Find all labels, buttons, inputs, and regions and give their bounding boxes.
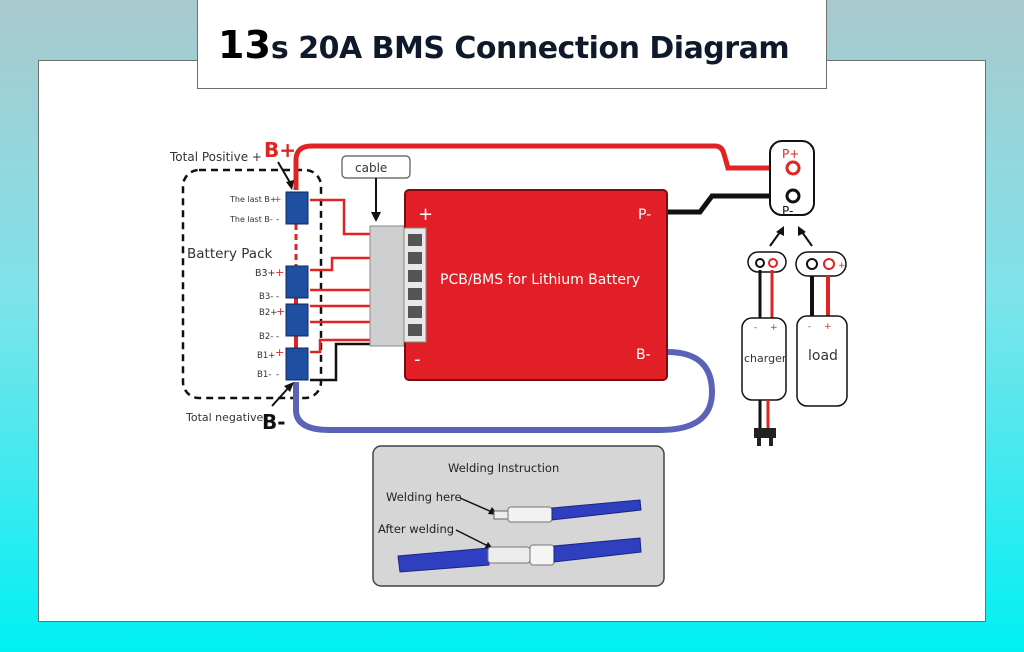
b-minus-arrow xyxy=(271,385,291,407)
cell-last xyxy=(285,191,309,225)
cable-label: cable xyxy=(355,161,387,175)
b-minus-arrowhead xyxy=(284,382,294,392)
charger-minus-sign: - xyxy=(754,323,757,332)
welding-here-label: Welding here xyxy=(386,490,462,504)
welded-joint xyxy=(529,544,555,566)
cable-arrowhead xyxy=(371,212,381,222)
bms-label: PCB/BMS for Lithium Battery xyxy=(440,272,640,288)
b1-minus-sign: - xyxy=(276,370,279,380)
connector-pin xyxy=(408,306,422,318)
title-rest: s 20A BMS Connection Diagram xyxy=(270,31,790,66)
charger-plug xyxy=(747,251,787,273)
p-minus-label: P- xyxy=(782,204,793,218)
balance-wire-6 xyxy=(310,338,372,354)
last-b-plus-sign: + xyxy=(274,195,282,205)
b-minus-label: B- xyxy=(262,410,286,434)
plug-icon xyxy=(754,428,776,438)
balance-wire-2 xyxy=(310,256,372,272)
b2-plus-label: B2+ xyxy=(259,308,277,318)
connector-pin xyxy=(408,324,422,336)
b1-plus-label: B1+ xyxy=(257,351,275,361)
p-plus-label: P+ xyxy=(782,147,799,161)
p-plus-terminal xyxy=(785,160,801,176)
connector-pin xyxy=(408,234,422,246)
welding-title: Welding Instruction xyxy=(448,461,559,475)
load-plus-sign: + xyxy=(824,322,832,332)
last-b-minus-sign: - xyxy=(276,215,279,225)
battery-pack-label: Battery Pack xyxy=(187,246,272,262)
load-arrow xyxy=(801,231,813,247)
p-minus-wire xyxy=(667,193,790,215)
bms-b-minus-label: B- xyxy=(636,347,651,363)
load-plug-plus: + xyxy=(838,261,846,271)
connector-pin xyxy=(408,252,422,264)
load-plug xyxy=(795,251,847,277)
load-label: load xyxy=(808,348,838,364)
p-minus-terminal xyxy=(785,188,801,204)
total-positive-wire xyxy=(293,143,790,190)
load-arrowhead xyxy=(798,226,806,236)
page-title: 13s 20A BMS Connection Diagram xyxy=(218,23,790,67)
title-number: 13 xyxy=(218,23,271,67)
battery-pack-outline xyxy=(181,168,323,400)
b2-minus-sign: - xyxy=(276,332,279,342)
b2-plus-sign: + xyxy=(276,305,285,318)
charger-box xyxy=(741,317,787,401)
welding-here-arrow xyxy=(459,497,493,513)
connector-pin xyxy=(408,288,422,300)
title-box: 13s 20A BMS Connection Diagram xyxy=(197,0,827,89)
b-plus-label: B+ xyxy=(264,138,296,162)
bms-minus-sign: - xyxy=(414,349,421,370)
load-plus-pin xyxy=(823,258,835,270)
charger-minus-pin xyxy=(755,258,765,268)
after-welding-label: After welding xyxy=(378,522,454,536)
b3-plus-sign: + xyxy=(275,266,284,279)
load-minus-sign: - xyxy=(808,322,811,331)
last-b-plus-label: The last B+ xyxy=(229,195,277,204)
exposed-wire-tip xyxy=(493,510,509,520)
after-welding-arrow xyxy=(455,529,489,547)
b3-minus-label: B3- xyxy=(259,292,273,302)
load-box xyxy=(796,315,848,407)
charger-label: charger xyxy=(744,352,787,365)
b-plus-arrowhead xyxy=(286,180,294,190)
b1-plus-sign: + xyxy=(275,346,284,359)
balance-wire-1 xyxy=(310,198,372,236)
welded-sleeve xyxy=(487,546,531,564)
bms-plus-sign: + xyxy=(418,204,433,225)
connector-pin xyxy=(408,270,422,282)
plug-prong xyxy=(769,438,773,446)
charger-plus-pin xyxy=(768,258,778,268)
cell-b3 xyxy=(285,265,309,299)
b3-plus-label: B3+ xyxy=(255,268,276,279)
output-terminal-block xyxy=(769,140,815,216)
balance-connector xyxy=(369,225,405,347)
total-positive-label: Total Positive + xyxy=(169,150,262,164)
b2-minus-label: B2- xyxy=(259,332,273,342)
charger-plus-sign: + xyxy=(770,323,778,333)
load-minus-pin xyxy=(806,258,818,270)
blue-wire-2-left xyxy=(397,547,490,573)
blue-wire-2-right xyxy=(553,537,642,563)
blue-wire-1 xyxy=(551,499,642,521)
cell-b1 xyxy=(285,347,309,381)
total-negative-label: Total negative- xyxy=(185,411,267,424)
charger-arrow xyxy=(769,231,781,247)
plug-prong xyxy=(757,438,761,446)
bms-p-minus-label: P- xyxy=(638,207,651,223)
connector-sleeve xyxy=(507,506,553,523)
b-minus-wire xyxy=(293,349,716,433)
charger-arrowhead xyxy=(776,226,784,236)
b1-minus-label: B1- xyxy=(257,370,271,380)
b3-minus-sign: - xyxy=(276,292,279,302)
balance-wire-black xyxy=(310,342,372,382)
cell-b2 xyxy=(285,303,309,337)
last-b-minus-label: The last B- xyxy=(229,215,273,224)
